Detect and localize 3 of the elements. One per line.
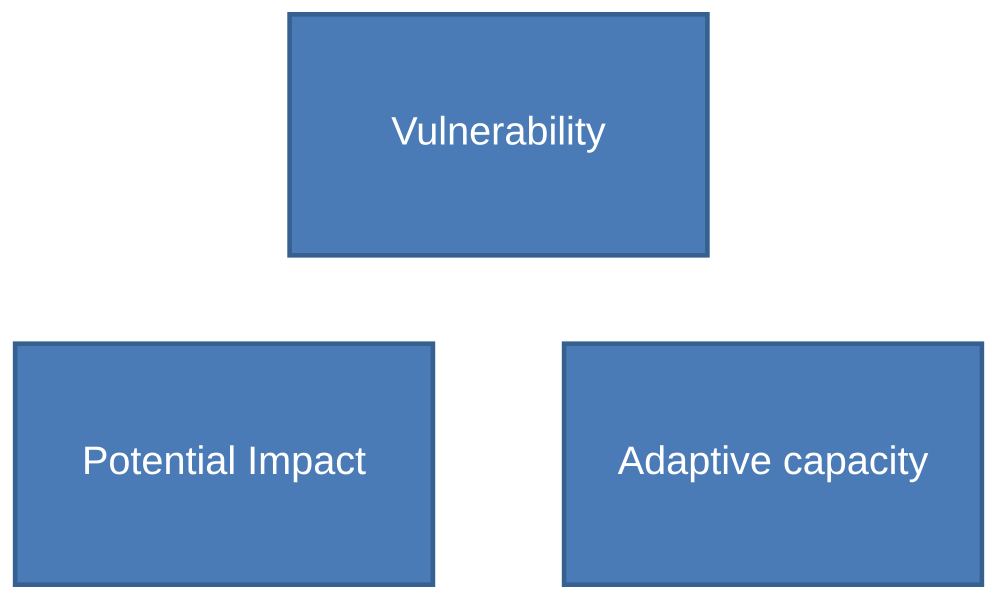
node-box: Potential Impact [12, 341, 435, 587]
node-box: Adaptive capacity [561, 341, 984, 587]
node-box: Vulnerability [286, 12, 710, 258]
